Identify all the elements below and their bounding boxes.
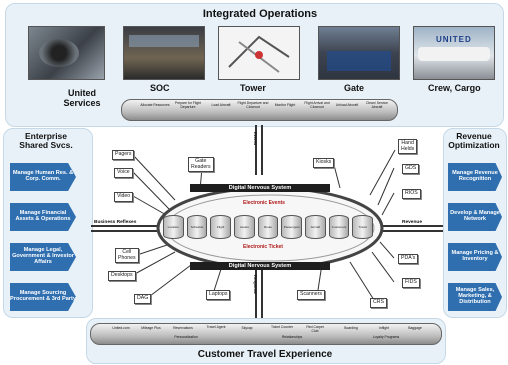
- voice-node: Voice: [114, 168, 133, 178]
- pipe-item: Travel Agent: [206, 325, 226, 329]
- revenue-optimization-title: Revenue Optimization: [448, 131, 500, 151]
- operations-pipe: Allocate Resources Prepare for Flight De…: [121, 99, 398, 121]
- laptops-node: Laptops: [206, 290, 231, 300]
- hand-helds-node: Hand Helds: [398, 139, 418, 155]
- pipe-subitem: Relationships: [281, 335, 303, 339]
- fids-node: FIDS: [402, 278, 420, 288]
- nervous-system-bottom-bar: Digital Nervous System: [190, 262, 330, 270]
- database-cylinder: Route: [257, 215, 279, 239]
- business-reflexes-label: Business Reflexes: [94, 220, 137, 225]
- database-cylinder: Travel: [352, 215, 374, 239]
- response-label: Response: [253, 275, 258, 295]
- crew-cargo-label: Crew, Cargo: [428, 83, 481, 93]
- nervous-system-top-bar: Digital Nervous System: [190, 184, 330, 192]
- pipe-item: Load Aircraft: [211, 103, 231, 107]
- pipe-item: Prepare for Flight Departure: [174, 101, 202, 109]
- pipe-item: Mileage Plus: [141, 326, 161, 330]
- database-cylinder: Flight: [210, 215, 232, 239]
- electronic-events-label: Electronic Events: [243, 200, 285, 206]
- events-label: Events: [253, 132, 258, 146]
- pipe-item: Unload Aircraft: [335, 103, 359, 107]
- pipe-item: Baggage: [408, 326, 422, 330]
- dag-node: DAG: [134, 294, 152, 304]
- pipe-item: Inflight: [379, 326, 389, 330]
- database-cylinder: Location: [163, 215, 184, 239]
- united-services-label: United Services: [63, 88, 101, 109]
- pipe-item: Ticket Counter: [271, 325, 293, 329]
- pipe-subitem: Personalization: [174, 335, 198, 339]
- tower-label: Tower: [240, 83, 266, 93]
- gate-photo: [318, 26, 400, 80]
- revenue-label: Revenue: [402, 220, 422, 225]
- database-cylinder: Schedule: [186, 215, 208, 239]
- kiosks-node: Kiosks: [313, 158, 335, 168]
- pipe-item: Monitor Flight: [274, 103, 296, 107]
- pipe-item: Flight Arrival and Closeout: [304, 101, 330, 109]
- left-process-arrow: Manage Financial Assets & Operations: [10, 203, 76, 231]
- pagers-node: Pagers: [112, 150, 135, 160]
- integrated-operations-title: Integrated Operations: [202, 8, 318, 20]
- left-process-arrow: Manage Human Res. & Corp. Comm.: [10, 163, 76, 191]
- crew-cargo-photo: UNITED: [413, 26, 495, 80]
- soc-photo: [123, 26, 205, 80]
- tower-photo: [218, 26, 300, 80]
- gds-node: GDS: [402, 164, 420, 174]
- crs-node: CRS: [370, 298, 387, 308]
- pipe-subitem: Loyalty Programs: [372, 335, 400, 339]
- united-aircraft-logo: UNITED: [436, 35, 472, 44]
- database-cylinder: Passengers: [281, 215, 303, 239]
- right-process-arrow: Develop & Manage Network: [448, 203, 502, 231]
- right-process-arrow: Manage Sales, Marketing, & Distribution: [448, 283, 502, 311]
- video-node: Video: [114, 192, 134, 202]
- customer-travel-title: Customer Travel Experience: [197, 349, 333, 360]
- cell-phones-node: Cell Phones: [115, 248, 139, 264]
- pipe-item: Allocate Resources: [140, 103, 170, 107]
- enterprise-shared-title: Enterprise Shared Svcs.: [19, 131, 73, 151]
- scanners-node: Scanners: [297, 290, 325, 300]
- rios-node: RIOS: [402, 189, 421, 199]
- pipe-item: Boarding: [344, 326, 358, 330]
- soc-label: SOC: [150, 83, 170, 93]
- database-cylinder: Assets: [234, 215, 255, 239]
- right-process-arrow: Manage Pricing & Inventory: [448, 243, 502, 271]
- right-process-arrow: Manage Revenue Recognition: [448, 163, 502, 191]
- pipe-item: Clean/ Service Aircraft: [365, 101, 389, 109]
- pdas-node: PDA's: [398, 254, 419, 264]
- database-cylinder: Aircraft: [305, 215, 326, 239]
- database-row: Location Schedule Flight Assets Route Pa…: [163, 215, 374, 239]
- gate-readers-node: Gate Readers: [188, 157, 214, 173]
- pipe-item: Red Carpet Club: [306, 325, 324, 333]
- electronic-ticket-label: Electronic Ticket: [243, 244, 283, 250]
- customer-pipe: United.com Mileage Plus Reservations Tra…: [90, 323, 442, 345]
- database-cylinder: Customers: [328, 215, 350, 239]
- pipe-item: United.com: [112, 326, 130, 330]
- united-services-photo: [28, 26, 105, 80]
- gate-label: Gate: [344, 83, 365, 93]
- pipe-item: Skycap: [241, 326, 253, 330]
- pipe-item: Reservations: [173, 326, 193, 330]
- airport-map-icon: [228, 35, 290, 73]
- left-process-arrow: Manage Legal, Government & Investor Affa…: [10, 243, 76, 271]
- desktops-node: Desktops: [108, 271, 136, 281]
- left-process-arrow: Manage Sourcing Procurement & 3rd Party: [10, 283, 76, 311]
- pipe-item: Flight Departure and Closeout: [237, 101, 269, 109]
